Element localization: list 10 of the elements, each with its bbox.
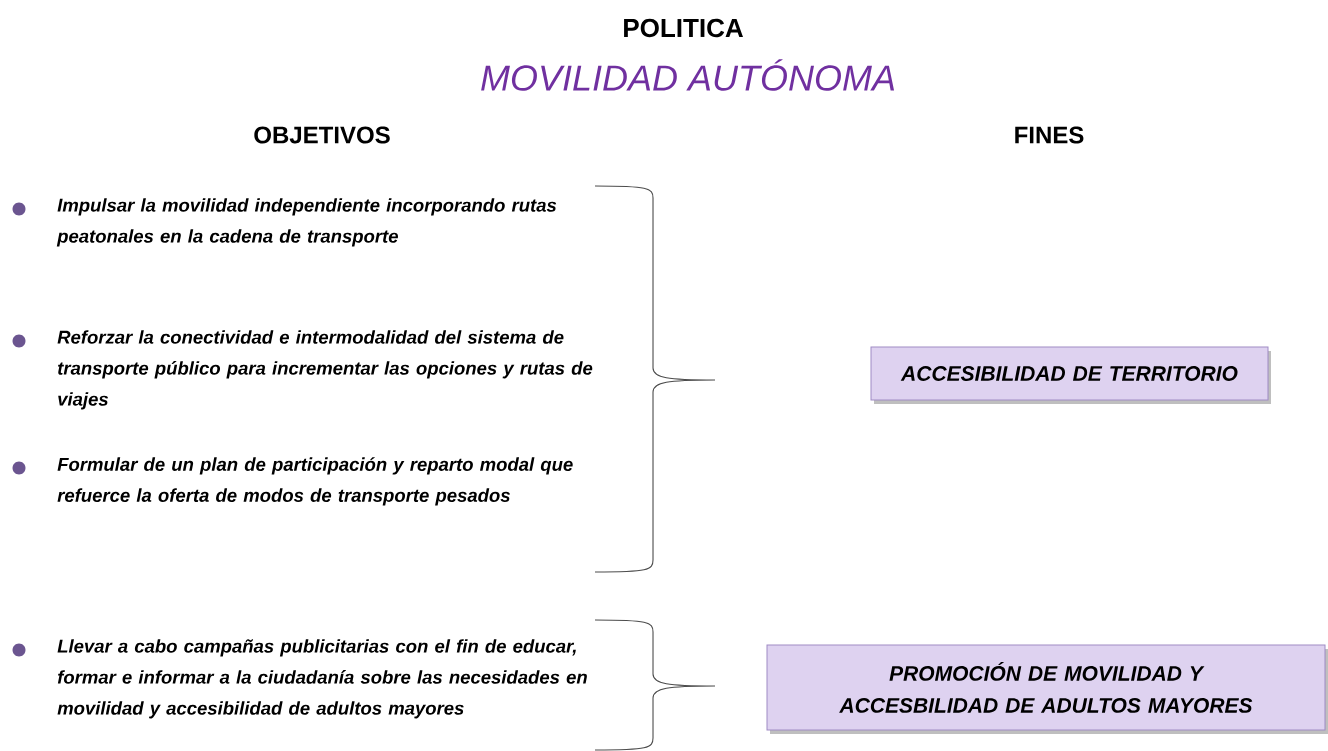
objective-text: Reforzar la conectividad e intermodalidad del sistema de transporte público para incrementar las opciones y rutas de viajes — [57, 330, 593, 410]
goal-box: PROMOCIÓN DE MOVILIDAD Y ACCESBILIDAD DE ADULTOS MAYORES — [766, 644, 1326, 731]
objective-text: Impulsar la movilidad independiente incorporando rutas peatonales en la cadena de transporte — [56, 198, 557, 247]
objective-text: Formular de un plan de participación y reparto modal que refuerce la oferta de modos de transporte pesados — [57, 457, 573, 506]
objective-text: Llevar a cabo campañas publicitarias con el fin de educar, formar e informar a la ciudadanía sobre las necesidades en movilidad y accesibilidad de adultos mayores — [57, 639, 587, 719]
column-heading: FINES — [1015, 126, 1084, 144]
subtitle: MOVILIDAD AUTÓNOMA — [481, 59, 895, 91]
column-heading: OBJETIVOS — [254, 126, 390, 144]
title: POLITICA — [624, 18, 743, 38]
goal-box: ACCESIBILIDAD DE TERRITORIO — [870, 346, 1269, 401]
